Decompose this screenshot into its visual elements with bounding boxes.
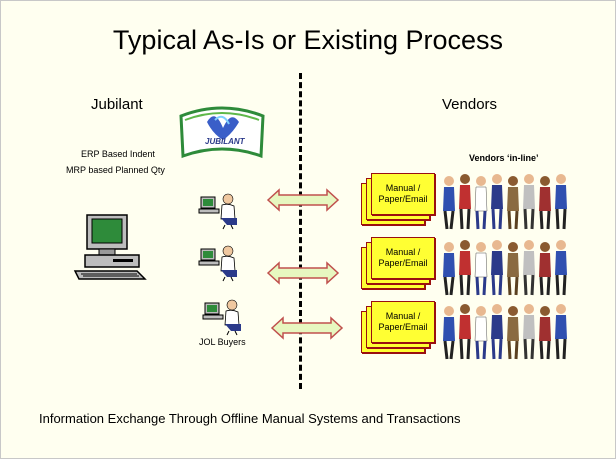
channel-docs-1: Manual / Paper/Email	[361, 173, 435, 225]
person-at-computer-icon	[202, 299, 241, 336]
vendors-inline-label: Vendors ‘in-line’	[469, 153, 539, 163]
logo-text: JUBILANT	[205, 137, 245, 146]
jubilant-logo: JUBILANT	[177, 98, 267, 160]
note-erp-indent: ERP Based Indent	[81, 149, 155, 159]
channel-label-3: Manual / Paper/Email	[378, 311, 428, 332]
page-title: Typical As-Is or Existing Process	[112, 25, 504, 55]
people-group-icon	[443, 174, 567, 230]
note-mrp-qty: MRP based Planned Qty	[66, 165, 165, 175]
buyers-label: JOL Buyers	[199, 337, 246, 347]
divider-line	[299, 73, 302, 389]
vendors-header: Vendors	[442, 96, 498, 113]
people-group-icon	[441, 302, 569, 361]
double-arrow-icon	[266, 188, 340, 212]
channel-label-1: Manual / Paper/Email	[378, 183, 428, 204]
double-arrow-icon	[266, 261, 340, 285]
people-group-icon	[441, 238, 569, 297]
channel-docs-2: Manual / Paper/Email	[361, 237, 435, 289]
channel-docs-3: Manual / Paper/Email	[361, 301, 435, 353]
person-at-computer-icon	[198, 245, 237, 282]
double-arrow-icon	[270, 316, 344, 340]
person-at-computer-icon	[198, 193, 237, 230]
jubilant-logo-icon	[179, 106, 265, 159]
channel-label-2: Manual / Paper/Email	[378, 247, 428, 268]
jubilant-header: Jubilant	[91, 96, 143, 113]
computer-terminal-icon	[73, 214, 147, 280]
footer-note: Information Exchange Through Offline Man…	[39, 411, 461, 426]
